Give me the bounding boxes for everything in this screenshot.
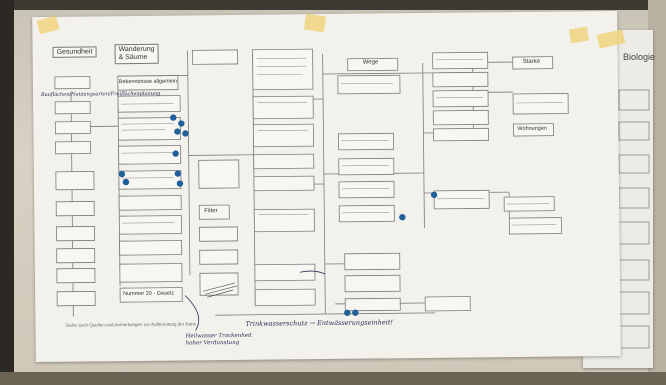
marker-dots bbox=[118, 114, 438, 316]
year-node: Nummer 20 - Gesetz bbox=[123, 290, 175, 298]
handwritten-note-bottom-b: Heilwasser Trockenheit hoher Verdunstung bbox=[185, 332, 253, 347]
handwritten-note-bottom-a: Trinkwasserschutz → Entwässerungseinheit… bbox=[245, 318, 394, 328]
handwritten-note-top: Bauflächen/Nutzungsarten/Freiflächenplan… bbox=[40, 90, 161, 98]
mindmap-connectors bbox=[54, 48, 569, 331]
side-poster-title: Biologie bbox=[623, 52, 656, 62]
general-node: Bekenntnisse allgemein bbox=[118, 78, 178, 86]
category-label: Gesundheit bbox=[52, 46, 97, 58]
ceiling-edge bbox=[0, 0, 666, 10]
floor-edge bbox=[0, 372, 666, 385]
filter-node: Filter bbox=[204, 208, 218, 215]
topic-label: Wanderung & Säume bbox=[114, 43, 159, 65]
door-frame-left bbox=[0, 0, 14, 385]
right-node-a: Starke bbox=[522, 58, 541, 65]
right-node-b: Wohnungen bbox=[517, 125, 548, 132]
main-poster: Gesundheit Wanderung & Säume Bekenntniss… bbox=[32, 10, 621, 363]
top-node: Wege bbox=[362, 59, 379, 66]
tape-strip-2 bbox=[303, 13, 327, 33]
